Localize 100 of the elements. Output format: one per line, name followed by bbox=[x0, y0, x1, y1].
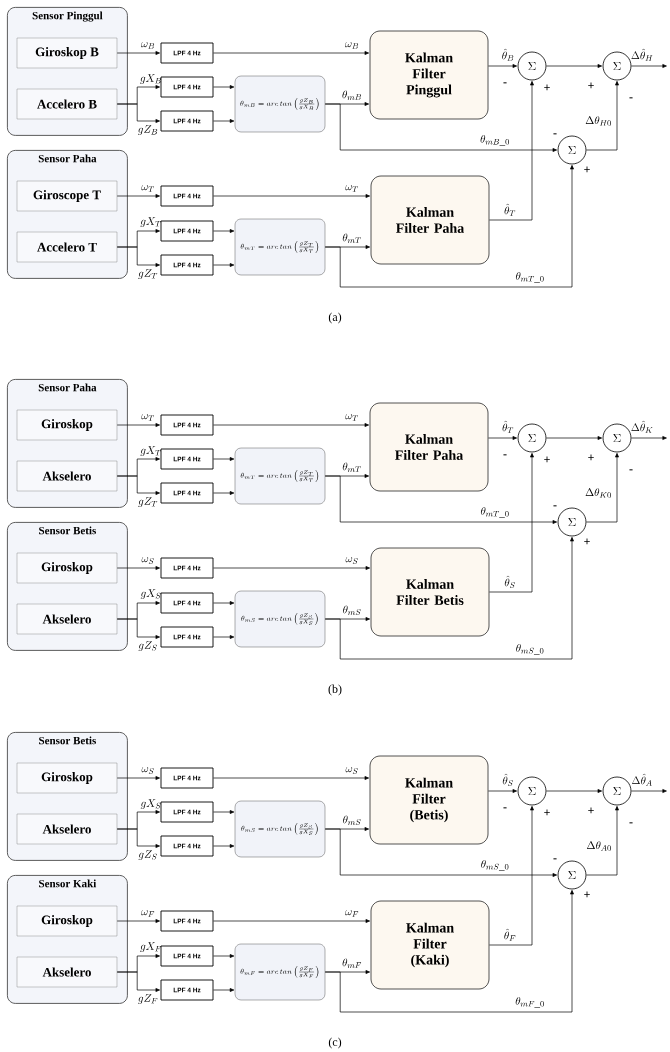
caption: (c) bbox=[328, 1037, 342, 1049]
signal-label: $\theta_{mS\_0}$ bbox=[481, 860, 509, 871]
signal-label: $\hat{\theta}_S$ bbox=[504, 575, 515, 588]
signal-label: $gX_T$ bbox=[140, 217, 161, 227]
arrow bbox=[488, 789, 517, 793]
arrow bbox=[116, 475, 160, 495]
summing-junction: $\Sigma$ bbox=[517, 776, 547, 806]
signal-label: $\Delta\theta_{A0}$ bbox=[586, 841, 611, 851]
signal-label: $\omega_T$ bbox=[141, 185, 155, 192]
kalman-filter-box: Kalman Filter Pinggul bbox=[369, 30, 489, 120]
signal-label: $gZ_F$ bbox=[138, 994, 158, 1004]
sign-label: + bbox=[588, 807, 594, 814]
kalman-filter-box: Kalman Filter (Kaki) bbox=[370, 900, 490, 990]
arrow bbox=[586, 806, 619, 876]
kalman-filter-box: Kalman Filter (Betis) bbox=[369, 755, 489, 845]
summing-junction: $\Sigma$ bbox=[602, 423, 632, 453]
signal-label: $\theta_{mT}$ bbox=[342, 462, 361, 472]
arrow bbox=[213, 119, 235, 123]
signal-label: $\theta_{mT\_0}$ bbox=[515, 272, 544, 283]
signal-label: $\theta_{mB}$ bbox=[342, 90, 361, 100]
signal-label: $gX_S$ bbox=[140, 799, 161, 809]
arrow bbox=[116, 971, 160, 992]
sign-label: - bbox=[503, 454, 507, 456]
sensor-label-box: Giroskop bbox=[16, 409, 118, 441]
sign-label: - bbox=[629, 822, 633, 824]
signal-label: $\omega_T$ bbox=[345, 414, 359, 421]
signal-label: $gZ_S$ bbox=[138, 850, 157, 860]
sign-label: + bbox=[584, 891, 590, 898]
arrow bbox=[213, 954, 235, 958]
signal-label: $\omega_B$ bbox=[345, 42, 359, 49]
arrow bbox=[213, 601, 235, 605]
arrow bbox=[631, 789, 667, 793]
arrow bbox=[213, 776, 369, 780]
arrow bbox=[116, 103, 160, 123]
signal-label: $\Delta\hat{\theta}_H$ bbox=[631, 48, 653, 61]
arrow bbox=[213, 263, 235, 267]
sign-label: - bbox=[553, 858, 557, 860]
sign-label: + bbox=[588, 82, 594, 89]
signal-label: $\theta_{mT\_0}$ bbox=[480, 507, 509, 518]
signal-label: $\omega_S$ bbox=[345, 557, 358, 564]
arrow bbox=[116, 423, 160, 427]
arrow bbox=[116, 246, 160, 267]
signal-label: $\theta_{mT}$ bbox=[342, 233, 361, 243]
arrow bbox=[213, 85, 235, 89]
kalman-filter-box: Kalman Filter Paha bbox=[370, 175, 490, 265]
arrow bbox=[586, 81, 619, 151]
arrow bbox=[631, 64, 667, 68]
signal-label: $\theta_{mF\_0}$ bbox=[515, 997, 544, 1008]
arrow bbox=[213, 635, 235, 639]
signal-label: $gZ_B$ bbox=[137, 125, 158, 135]
signal-label: $\hat{\theta}_T$ bbox=[502, 420, 514, 433]
sensor-label-box: Accelero B bbox=[16, 88, 118, 120]
arrow bbox=[586, 453, 619, 523]
summing-junction: $\Sigma$ bbox=[557, 135, 587, 165]
arrow bbox=[324, 828, 557, 877]
summing-junction: $\Sigma$ bbox=[557, 507, 587, 537]
sign-label: - bbox=[629, 469, 633, 471]
arrow bbox=[488, 436, 517, 440]
caption: (a) bbox=[328, 312, 342, 324]
arrow bbox=[213, 457, 235, 461]
signal-label: $gX_B$ bbox=[140, 74, 162, 84]
formula-box: $\theta_{mT} = arc\,tan\left(\frac{gZ_T}{gX_T}\right)$ bbox=[234, 447, 326, 505]
signal-label: $\Delta\hat{\theta}_K$ bbox=[631, 420, 653, 433]
signal-label: $gX_T$ bbox=[140, 446, 161, 456]
sensor-label-box: Akselero bbox=[16, 956, 118, 988]
signal-label: $gX_S$ bbox=[140, 589, 161, 599]
signal-label: $\hat{\theta}_B$ bbox=[502, 48, 514, 61]
kalman-filter-box: Kalman Filter Betis bbox=[370, 547, 490, 637]
sign-label: + bbox=[588, 454, 594, 461]
sign-label: - bbox=[503, 82, 507, 84]
sensor-label-box: Giroscope T bbox=[16, 180, 118, 212]
kalman-filter-box: Kalman Filter Paha bbox=[369, 402, 489, 492]
sensor-label-box: Akselero bbox=[16, 813, 118, 845]
arrow bbox=[116, 776, 160, 780]
signal-label: $gZ_T$ bbox=[138, 497, 158, 507]
summing-junction: $\Sigma$ bbox=[602, 776, 632, 806]
arrow bbox=[213, 988, 235, 992]
formula-box: $\theta_{mB} = arc\,tan\left(\frac{gZ_B}{gX_B}\right)$ bbox=[234, 75, 326, 133]
arrow bbox=[116, 618, 160, 639]
arrow bbox=[546, 789, 602, 793]
arrow bbox=[631, 436, 667, 440]
sensor-label-box: Accelero T bbox=[16, 231, 118, 263]
arrow bbox=[213, 423, 369, 427]
arrow bbox=[116, 194, 160, 198]
signal-label: $\hat{\theta}_T$ bbox=[504, 203, 516, 216]
sign-label: - bbox=[503, 807, 507, 809]
arrow bbox=[116, 566, 160, 570]
arrow bbox=[116, 51, 160, 55]
arrow bbox=[213, 919, 370, 923]
arrow bbox=[213, 810, 235, 814]
signal-label: $\omega_F$ bbox=[345, 910, 359, 917]
signal-label: $\hat{\theta}_S$ bbox=[502, 773, 513, 786]
signal-label: $\omega_S$ bbox=[345, 767, 358, 774]
summing-junction: $\Sigma$ bbox=[557, 860, 587, 890]
arrow bbox=[213, 229, 235, 233]
caption: (b) bbox=[328, 684, 342, 696]
sensor-label-box: Giroskop bbox=[16, 762, 118, 794]
signal-label: $\theta_{mB\_0}$ bbox=[480, 134, 509, 146]
signal-label: $\theta_{mS}$ bbox=[343, 815, 361, 825]
signal-label: $\omega_T$ bbox=[141, 414, 155, 421]
